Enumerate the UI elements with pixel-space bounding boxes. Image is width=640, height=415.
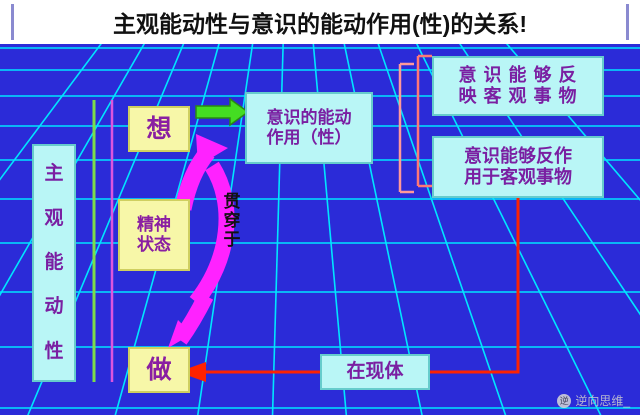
page-title: 主观能动性与意识的能动作用(性)的关系! — [113, 11, 527, 37]
node-mental-state: 精神 状态 — [118, 199, 190, 271]
left-label-char-1: 观 — [44, 207, 64, 229]
magenta-curve-down — [168, 161, 235, 348]
runs-through-char-1: 穿 — [223, 211, 241, 231]
mental-state-line-2: 状态 — [137, 235, 171, 254]
reflect-line-1: 意 识 能 够 反 — [458, 65, 578, 86]
grid-background: 主 观 能 动 性 想 精神 状态 贯 穿 于 做 意识的能动 作用（性） 意 … — [0, 44, 640, 415]
pink-bracket-mid — [398, 62, 414, 194]
watermark-badge: 逆 — [557, 393, 572, 408]
title-bar: 主观能动性与意识的能动作用(性)的关系! — [0, 0, 640, 44]
node-act-on-objective: 意识能够反作 用于客观事物 — [432, 136, 604, 198]
left-label-char-4: 性 — [44, 340, 64, 362]
runs-through-char-0: 贯 — [223, 192, 241, 211]
left-label-char-3: 动 — [44, 296, 64, 318]
watermark: 逆 逆向思维_ — [557, 392, 630, 409]
act-line-1: 意识能够反作 — [464, 146, 572, 167]
consciousness-line-1: 意识的能动 — [266, 108, 352, 128]
label-runs-through: 贯 穿 于 — [219, 192, 245, 284]
left-label-char-2: 能 — [44, 252, 64, 274]
node-zuo: 做 — [128, 347, 190, 393]
left-label-char-0: 主 — [44, 163, 64, 185]
runs-through-char-2: 于 — [223, 230, 241, 250]
node-embodied: 在现体 — [320, 354, 430, 390]
consciousness-line-2: 作用（性） — [266, 128, 352, 147]
node-xiang: 想 — [128, 106, 190, 152]
green-arrow — [195, 97, 250, 127]
watermark-text: 逆向思维_ — [575, 394, 630, 408]
mental-state-line-1: 精神 — [137, 215, 171, 235]
node-reflect-objective: 意 识 能 够 反 映 客 观 事 物 — [432, 56, 604, 116]
title-inner-frame: 主观能动性与意识的能动作用(性)的关系! — [11, 4, 629, 40]
act-line-2: 用于客观事物 — [464, 167, 572, 187]
node-consciousness-active-role: 意识的能动 作用（性） — [245, 92, 373, 164]
left-vertical-label: 主 观 能 动 性 — [32, 144, 76, 382]
reflect-line-2: 映 客 观 事 物 — [458, 86, 578, 106]
red-bracket-right — [416, 54, 432, 188]
